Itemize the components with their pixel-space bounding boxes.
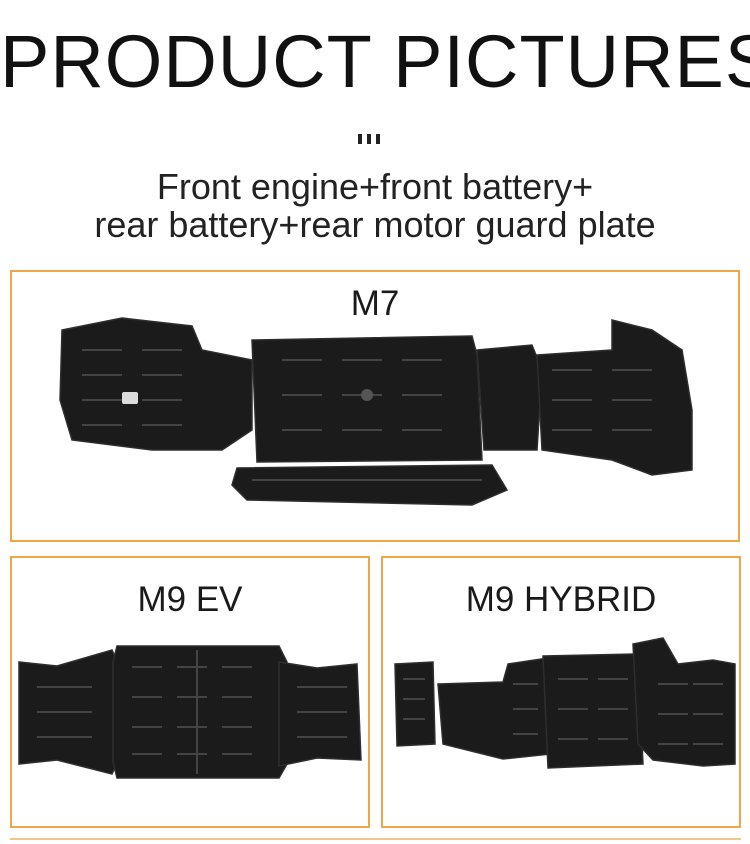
product-panel-m7: M7 bbox=[10, 270, 740, 542]
product-label: M9 EV bbox=[137, 580, 243, 619]
divider-dots bbox=[358, 134, 380, 144]
page-subtitle: Front engine+front battery+ rear battery… bbox=[0, 168, 750, 244]
product-panel-m9-hybrid: M9 HYBRID bbox=[381, 556, 741, 828]
m9-hybrid-guard-plate-image bbox=[394, 637, 736, 769]
m9-ev-guard-plate-image bbox=[18, 645, 362, 779]
subtitle-line-2: rear battery+rear motor guard plate bbox=[94, 204, 656, 245]
product-label: M9 HYBRID bbox=[465, 580, 657, 619]
product-panel-m9-ev: M9 EV bbox=[10, 556, 370, 828]
page-title: PRODUCT PICTURES bbox=[0, 20, 750, 103]
m7-guard-plate-image bbox=[59, 317, 693, 506]
bottom-divider bbox=[10, 838, 741, 840]
subtitle-line-1: Front engine+front battery+ bbox=[156, 166, 594, 207]
product-label: M7 bbox=[350, 284, 400, 323]
